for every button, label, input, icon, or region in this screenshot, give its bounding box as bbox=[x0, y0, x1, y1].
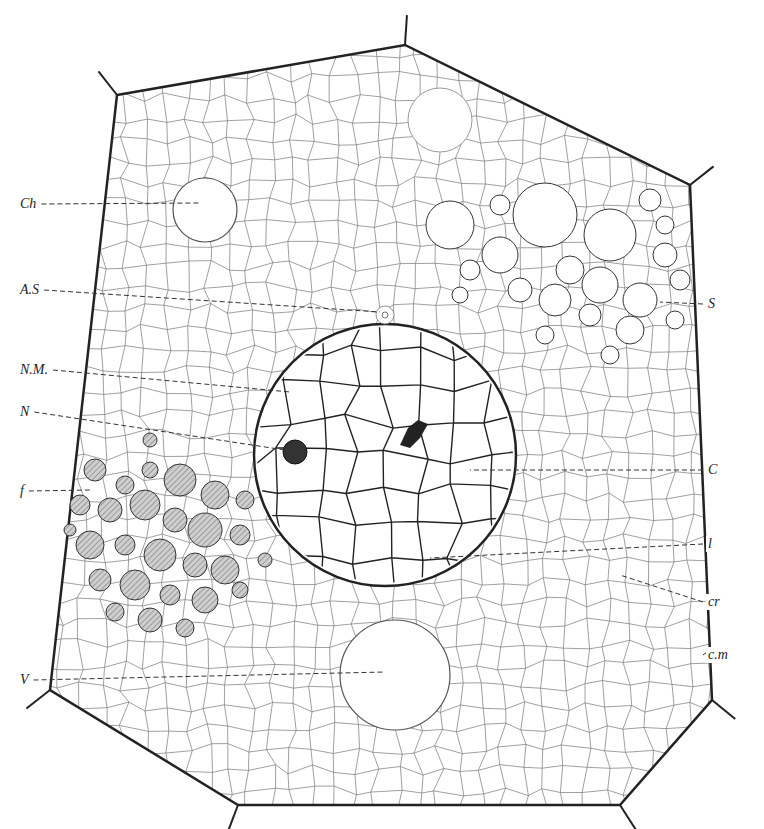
fat-droplet bbox=[160, 585, 180, 605]
part-label: l bbox=[706, 536, 714, 552]
starch-grain bbox=[623, 283, 657, 317]
starch-grain bbox=[653, 243, 677, 267]
attraction-sphere bbox=[376, 306, 394, 324]
wall-tick bbox=[227, 805, 238, 829]
part-label: A.S bbox=[18, 282, 41, 298]
nuclear-membrane bbox=[254, 324, 516, 586]
fat-droplet bbox=[144, 539, 176, 571]
starch-grain bbox=[639, 189, 661, 211]
fat-droplet bbox=[64, 524, 76, 536]
wall-tick bbox=[98, 71, 117, 95]
fat-droplet bbox=[164, 464, 196, 496]
leader-line bbox=[34, 412, 285, 450]
starch-grain bbox=[513, 183, 577, 247]
fat-droplet bbox=[89, 569, 111, 591]
part-label: V bbox=[18, 672, 31, 688]
part-label: N bbox=[18, 404, 31, 420]
leader-line bbox=[44, 290, 380, 312]
starch-grain bbox=[426, 201, 474, 249]
starch-grain bbox=[584, 209, 636, 261]
starch-grain bbox=[616, 316, 644, 344]
fat-droplet bbox=[142, 462, 158, 478]
fat-droplet bbox=[211, 556, 239, 584]
leader-line bbox=[620, 575, 703, 602]
leader-line bbox=[34, 672, 385, 680]
leader-line bbox=[41, 203, 200, 204]
leader-line bbox=[660, 302, 703, 304]
wall-tick bbox=[712, 700, 735, 719]
fat-droplet bbox=[143, 433, 157, 447]
part-label: Ch bbox=[18, 196, 38, 212]
starch-grain bbox=[556, 256, 584, 284]
chromatin-knot bbox=[400, 420, 428, 448]
fat-droplet bbox=[76, 531, 104, 559]
leader-line bbox=[29, 490, 90, 491]
wall-tick bbox=[620, 805, 636, 829]
starch-grain bbox=[582, 267, 618, 303]
fat-droplet bbox=[232, 582, 248, 598]
wall-tick bbox=[690, 166, 714, 185]
starch-grain bbox=[601, 346, 619, 364]
vacuole bbox=[340, 620, 450, 730]
starch-grain bbox=[539, 284, 571, 316]
fat-droplet bbox=[258, 553, 272, 567]
fat-droplet bbox=[84, 459, 106, 481]
starch-grain bbox=[536, 326, 554, 344]
nucleolus bbox=[283, 440, 307, 464]
part-label: cr bbox=[706, 594, 722, 610]
starch-grain bbox=[460, 260, 480, 280]
part-label: c.m bbox=[706, 647, 730, 663]
cell-wall bbox=[50, 45, 712, 805]
fat-droplet bbox=[192, 587, 218, 613]
chloroplast bbox=[408, 88, 472, 152]
fat-droplet bbox=[98, 498, 122, 522]
fat-droplet bbox=[138, 608, 162, 632]
part-label: N.M. bbox=[18, 362, 50, 378]
starch-grain bbox=[670, 270, 690, 290]
starch-grain bbox=[579, 304, 601, 326]
fat-droplet bbox=[236, 491, 254, 509]
leader-line bbox=[470, 470, 703, 471]
wall-tick bbox=[26, 690, 50, 709]
fat-droplet bbox=[106, 603, 124, 621]
fat-droplet bbox=[120, 570, 150, 600]
part-label: C bbox=[706, 462, 719, 478]
fat-droplet bbox=[183, 553, 207, 577]
fat-droplet bbox=[163, 508, 187, 532]
fat-droplet bbox=[176, 619, 194, 637]
starch-grain bbox=[482, 237, 518, 273]
part-label: S bbox=[706, 296, 717, 312]
starch-grain bbox=[452, 287, 468, 303]
starch-grain bbox=[656, 216, 674, 234]
fat-droplet bbox=[230, 525, 250, 545]
protoplasm-network bbox=[241, 311, 530, 601]
protoplasm-network bbox=[35, 30, 739, 829]
chloroplast bbox=[173, 178, 237, 242]
fat-droplet bbox=[70, 495, 90, 515]
leader-line bbox=[53, 370, 290, 392]
fat-droplet bbox=[201, 481, 229, 509]
fat-droplet bbox=[130, 490, 160, 520]
wall-tick bbox=[405, 15, 407, 45]
starch-grain bbox=[666, 311, 684, 329]
starch-grain bbox=[508, 278, 532, 302]
fat-droplet bbox=[188, 513, 222, 547]
fat-droplet bbox=[115, 535, 135, 555]
part-label: f bbox=[18, 483, 26, 499]
fat-droplet bbox=[116, 476, 134, 494]
leader-line bbox=[430, 544, 703, 558]
starch-grain bbox=[490, 195, 510, 215]
